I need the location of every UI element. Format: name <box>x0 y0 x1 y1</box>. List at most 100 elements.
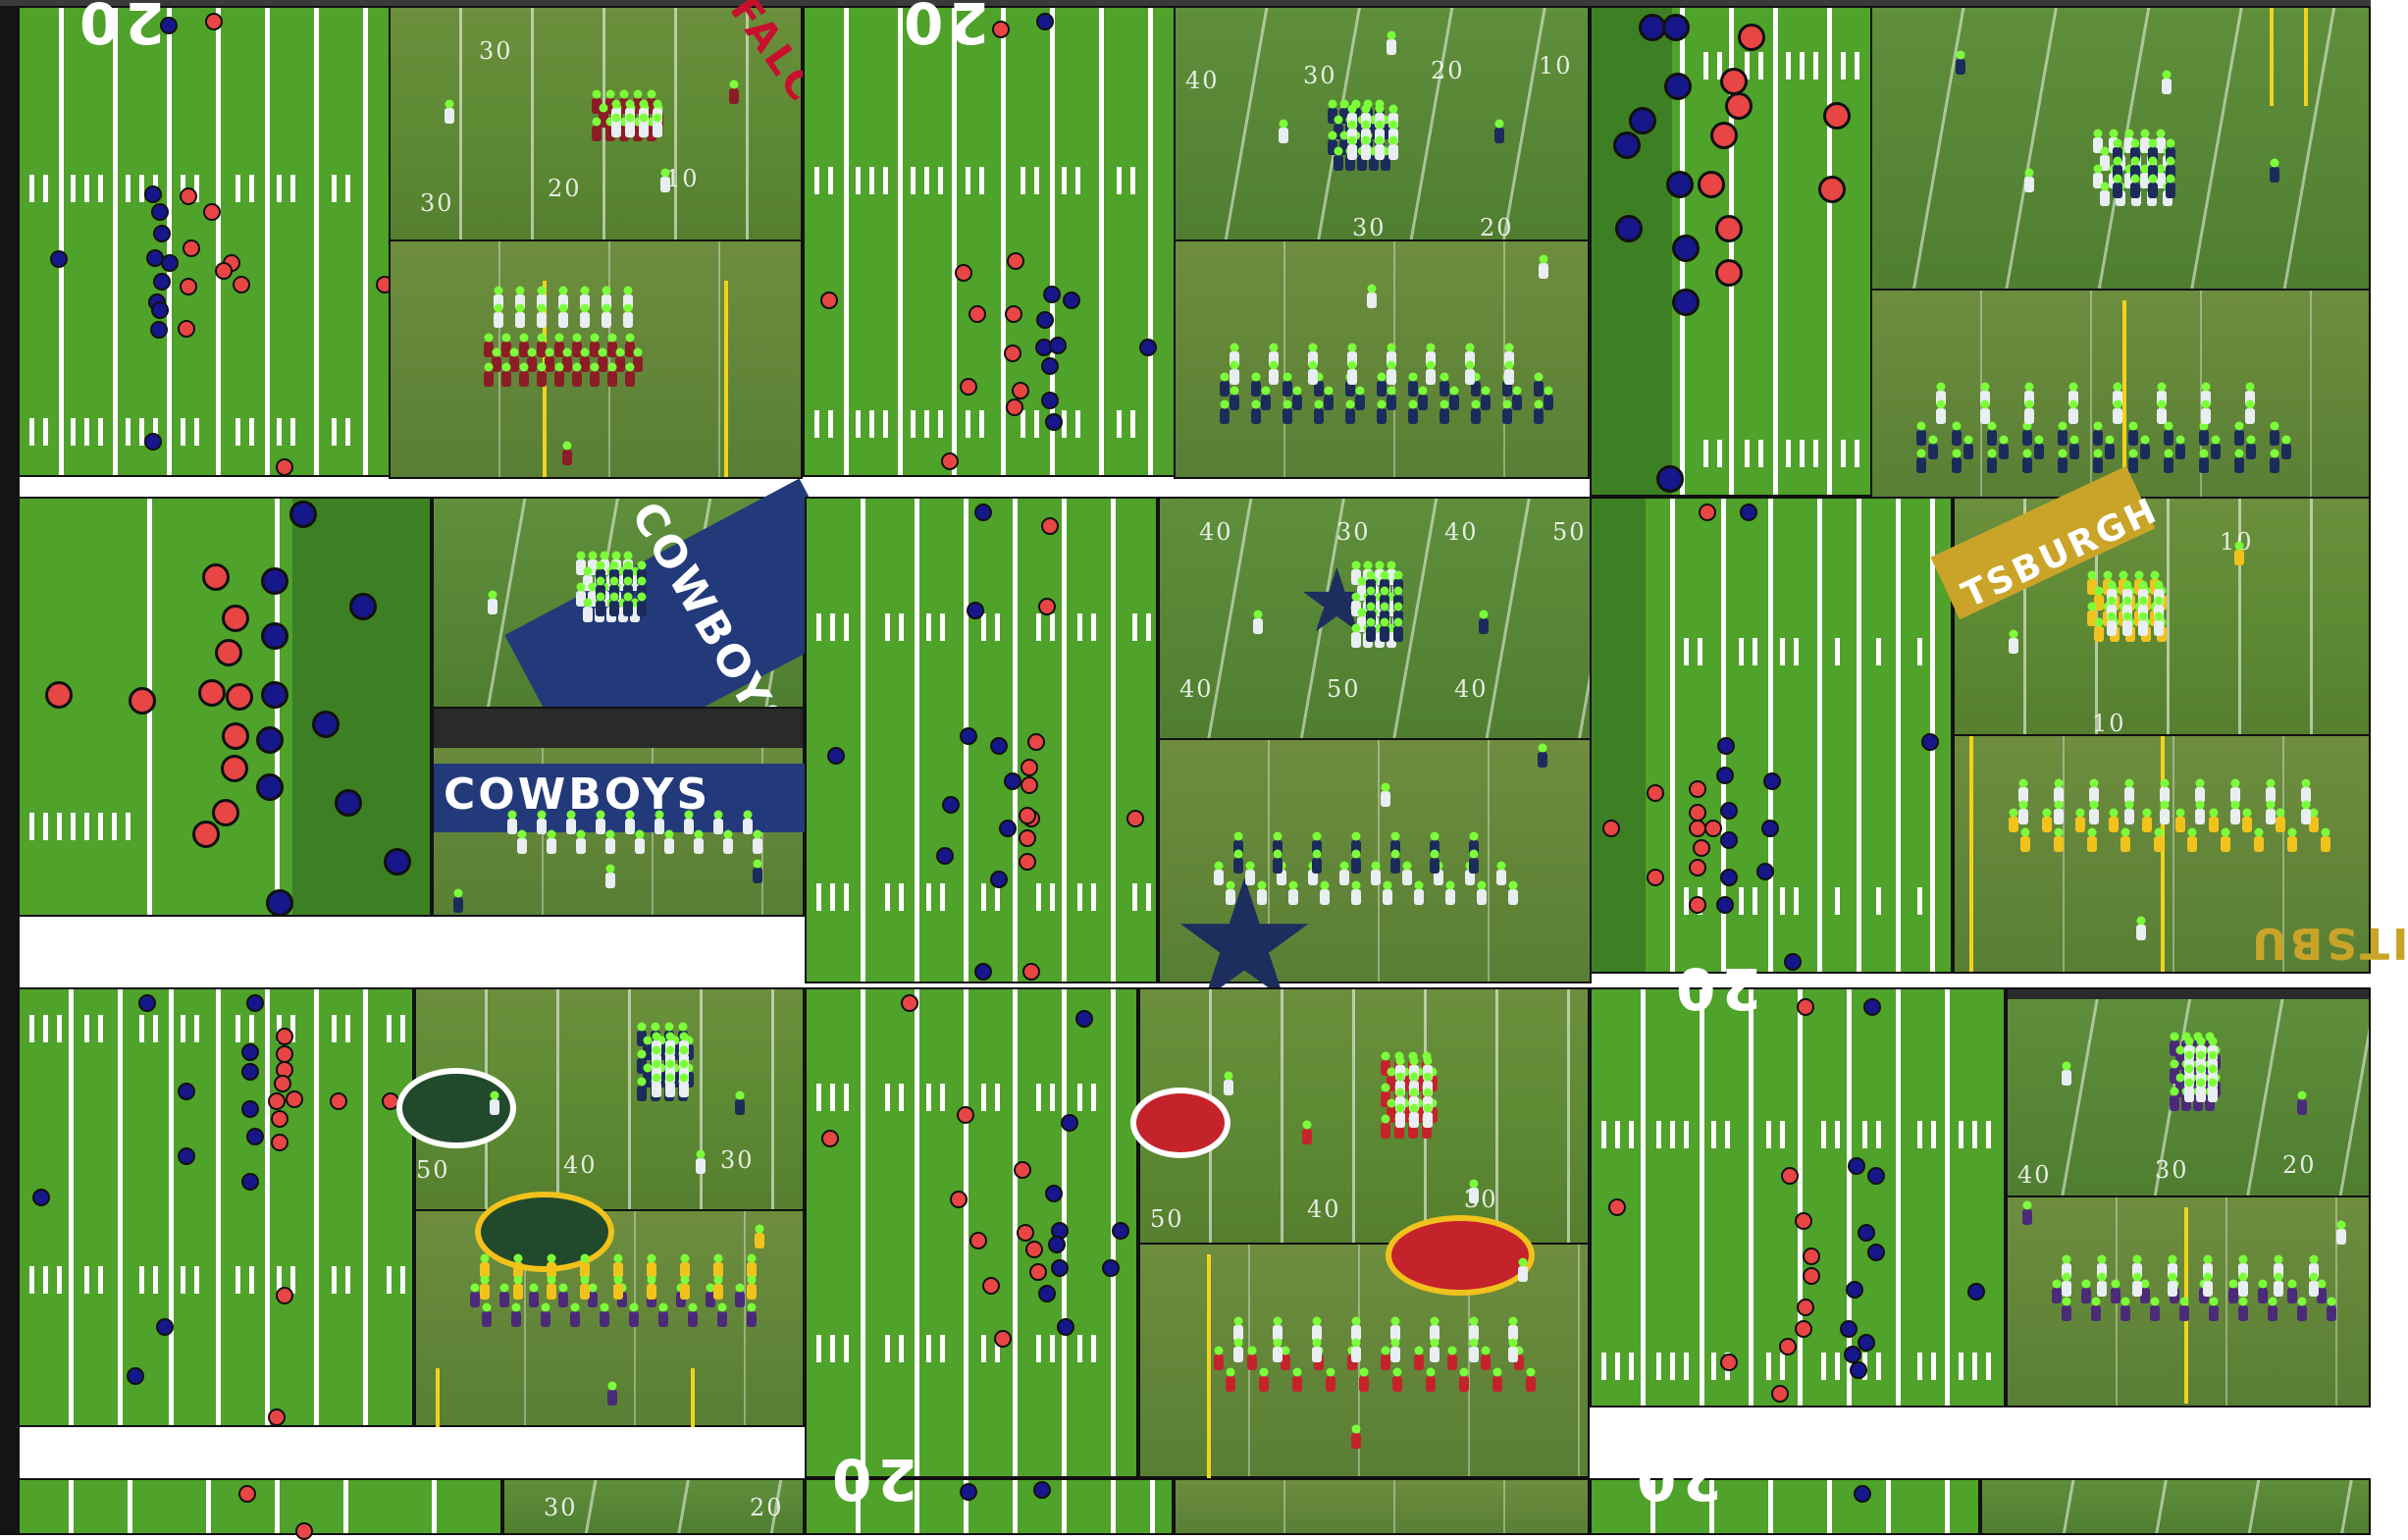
yard-number: 30 <box>2155 1156 2189 1184</box>
tracking-marker <box>1440 372 1449 382</box>
player <box>2203 1281 2213 1297</box>
player <box>647 1262 656 1278</box>
tracking-marker <box>1465 360 1475 370</box>
tracking-marker <box>2274 1272 2283 1282</box>
player <box>1479 618 1489 634</box>
player <box>1952 430 1962 446</box>
player <box>1471 408 1481 424</box>
left-border <box>0 0 20 1535</box>
tracking-marker <box>590 333 600 343</box>
tracking-marker <box>1345 399 1355 409</box>
hash-mark <box>1753 887 1757 915</box>
player <box>1312 1347 1322 1362</box>
player <box>2124 809 2134 824</box>
player <box>2234 457 2244 473</box>
hash-mark <box>57 813 62 840</box>
tracking-marker <box>2168 1272 2177 1282</box>
player <box>1288 889 1298 905</box>
tracking-marker <box>623 551 633 560</box>
player <box>647 98 656 114</box>
tracking-marker <box>1426 343 1436 352</box>
player <box>607 371 617 387</box>
hash-mark <box>1813 440 1818 467</box>
defense-player-dot <box>1041 392 1059 409</box>
player <box>1269 369 1279 385</box>
player <box>511 1311 521 1327</box>
player <box>2091 1305 2101 1321</box>
play-diagram-8 <box>805 987 1138 1478</box>
player <box>545 356 554 372</box>
player <box>1230 395 1239 410</box>
hash-mark <box>1684 1121 1689 1148</box>
hash-mark <box>981 1335 986 1362</box>
player <box>2024 408 2034 424</box>
player <box>2122 620 2132 636</box>
player <box>576 559 586 575</box>
tracking-marker <box>1377 399 1387 409</box>
hash-mark <box>1780 887 1785 915</box>
yard-line <box>1896 499 1901 972</box>
tracking-marker <box>2245 382 2255 392</box>
player <box>2327 1305 2336 1321</box>
player <box>1469 1188 1479 1203</box>
tracking-marker <box>2209 1297 2219 1306</box>
player <box>1357 616 1367 632</box>
tracking-marker <box>2156 129 2166 138</box>
hash-mark <box>181 1015 185 1042</box>
player <box>676 1292 686 1307</box>
tracking-marker <box>1395 1088 1405 1097</box>
player <box>1359 1376 1369 1392</box>
yard-line <box>59 8 64 475</box>
hash-mark <box>1917 887 1922 915</box>
player <box>482 1311 492 1327</box>
tracking-marker <box>2130 156 2140 166</box>
tracking-marker <box>599 103 608 113</box>
defense-player-dot <box>1048 1236 1066 1253</box>
hash-mark <box>856 410 861 438</box>
tracking-marker <box>2132 1272 2142 1282</box>
player <box>1390 840 1400 856</box>
midfield-logo <box>475 1192 614 1272</box>
hash-mark-row <box>807 883 1156 911</box>
yard-line <box>113 8 118 475</box>
player <box>1257 889 1267 905</box>
tracking-marker <box>2301 800 2311 810</box>
defense-player-dot <box>1716 896 1734 914</box>
defense-player-dot <box>151 301 169 319</box>
hash-mark <box>84 1266 89 1294</box>
defense-player-dot <box>827 747 845 765</box>
player <box>2142 817 2152 832</box>
hash-mark <box>1130 410 1135 438</box>
defense-player-dot <box>1045 413 1063 431</box>
player <box>2097 1263 2107 1279</box>
tracking-marker <box>2100 146 2110 156</box>
hash-mark <box>387 1266 392 1294</box>
tracking-marker <box>558 1283 568 1293</box>
tracking-marker <box>1936 382 1946 392</box>
player <box>637 1058 647 1074</box>
player <box>684 1044 694 1060</box>
hash-mark <box>1780 638 1785 665</box>
player <box>1445 889 1455 905</box>
tracking-marker <box>2024 382 2034 392</box>
tracking-marker <box>2234 541 2244 551</box>
player <box>2054 787 2064 803</box>
tracking-marker <box>2281 435 2291 445</box>
player <box>1414 889 1424 905</box>
player <box>1387 39 1396 55</box>
tracking-marker <box>2266 778 2276 788</box>
player <box>492 356 501 372</box>
hash-mark <box>979 410 984 438</box>
tracking-marker <box>1251 372 1261 382</box>
tracking-marker <box>2154 580 2164 590</box>
goalpost <box>1969 736 1973 972</box>
tracking-marker <box>1422 1051 1432 1061</box>
player <box>2024 177 2034 192</box>
tracking-marker <box>482 1302 492 1312</box>
hash-mark <box>1684 887 1689 915</box>
defense-player-dot <box>1112 1222 1129 1240</box>
tracking-marker <box>1279 119 1288 129</box>
defense-player-dot <box>967 602 984 619</box>
tracking-marker <box>445 99 454 109</box>
player <box>1449 395 1459 410</box>
